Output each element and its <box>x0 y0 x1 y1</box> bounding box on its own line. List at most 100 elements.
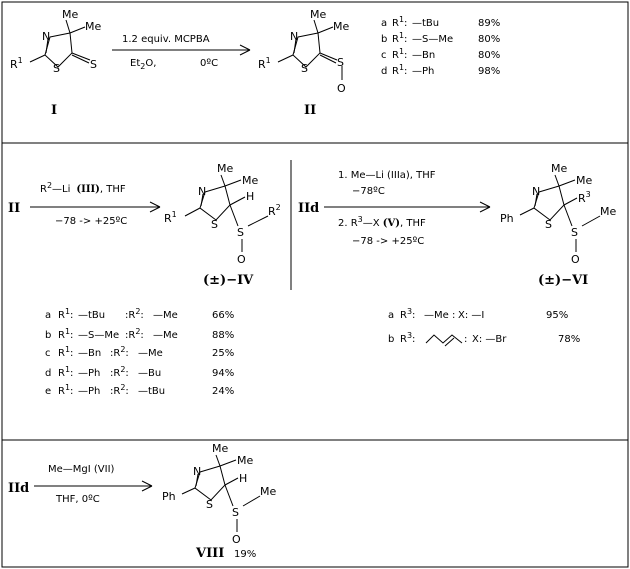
compound-I-structure: Me Me N S S R1 <box>10 8 101 75</box>
svg-text::R2:: :R2: <box>125 327 144 341</box>
svg-text:R1:: R1: <box>392 15 407 29</box>
svg-text:R1:: R1: <box>392 47 407 61</box>
svg-text:N: N <box>290 30 298 43</box>
svg-text:S: S <box>232 506 239 519</box>
svg-text:—Me: —Me <box>424 310 449 321</box>
svg-text::: : <box>452 310 455 321</box>
scheme2-entry: e R1: —Ph :R2: —tBu 24% <box>45 383 234 397</box>
svg-text:S: S <box>545 218 552 231</box>
arrow-scheme3 <box>324 201 491 213</box>
svg-text:R3:: R3: <box>400 307 415 321</box>
svg-text:c: c <box>381 50 387 61</box>
svg-text:—Bn: —Bn <box>78 348 101 359</box>
svg-text:S: S <box>301 62 308 75</box>
svg-text:S: S <box>53 62 60 75</box>
svg-text:Me: Me <box>310 8 326 21</box>
scheme4-conditions: THF, 0ºC <box>55 494 100 505</box>
svg-text:Me: Me <box>242 174 258 187</box>
scheme3-step2-cond: −78 -> +25ºC <box>352 236 424 247</box>
compound-VI-label: (±)−VI <box>538 273 588 288</box>
svg-text:S: S <box>337 56 344 69</box>
svg-text:R1: R1 <box>164 210 177 225</box>
arrow-scheme4 <box>34 480 153 492</box>
scheme1-entry: a R1: —tBu 89% <box>381 15 500 29</box>
arrow-scheme1 <box>112 44 251 56</box>
svg-text:98%: 98% <box>478 66 500 77</box>
svg-text:e: e <box>45 386 51 397</box>
svg-text:R1:: R1: <box>58 307 73 321</box>
svg-text:Me: Me <box>551 162 567 175</box>
svg-text:S: S <box>90 58 97 71</box>
compound-IV-label: (±)−IV <box>203 273 254 288</box>
svg-text:80%: 80% <box>478 34 500 45</box>
svg-text:94%: 94% <box>212 368 234 379</box>
svg-text:80%: 80% <box>478 50 500 61</box>
scheme1-reagent: 1.2 equiv. MCPBA <box>122 34 210 45</box>
svg-text:Me: Me <box>237 454 253 467</box>
scheme2-entry: b R1: —S—Me :R2: —Me 88% <box>45 327 234 341</box>
compound-VI-structure: Me Me N S R3 S O Me Ph <box>500 162 616 266</box>
svg-text:R1:: R1: <box>392 63 407 77</box>
scheme1-entries: a R1: —tBu 89% b R1: —S—Me 80% c R1: —Bn… <box>381 15 500 77</box>
allyl-group-skeletal <box>425 334 463 347</box>
scheme3-step2: 2. R3—X (V), THF <box>338 215 426 229</box>
scheme2-entries: a R1: —tBu :R2: —Me 66% b R1: —S—Me :R2:… <box>45 307 234 397</box>
svg-text:Me: Me <box>576 174 592 187</box>
svg-text:—tBu: —tBu <box>78 310 105 321</box>
svg-text:b: b <box>388 334 394 345</box>
scheme3-start: IId <box>298 201 319 216</box>
svg-text:88%: 88% <box>212 330 234 341</box>
compound-II-label: II <box>304 103 316 118</box>
svg-text::R2:: :R2: <box>110 365 129 379</box>
scheme3-entry-a: a R3: —Me : X: —I 95% <box>388 307 568 321</box>
svg-text:X: —I: X: —I <box>458 310 484 321</box>
svg-text:H: H <box>246 190 254 203</box>
svg-text:—S—Me: —S—Me <box>78 330 119 341</box>
svg-text::R2:: :R2: <box>110 383 129 397</box>
svg-text:R2: R2 <box>268 203 281 218</box>
scheme3-step1: 1. Me—Li (IIIa), THF <box>338 170 436 181</box>
svg-text:—Ph: —Ph <box>412 66 434 77</box>
svg-text:R1:: R1: <box>58 345 73 359</box>
svg-text:a: a <box>388 310 394 321</box>
svg-text:Me: Me <box>212 442 228 455</box>
scheme2-conditions: −78 -> +25ºC <box>55 216 127 227</box>
scheme1-solvent: Et2O, <box>130 58 156 71</box>
svg-text:X: —Br: X: —Br <box>472 334 507 345</box>
scheme2-start: II <box>8 201 20 216</box>
svg-text:O: O <box>237 253 246 266</box>
scheme2-reagent: R2—Li(III), THF <box>40 181 126 195</box>
scheme3-entries: a R3: —Me : X: —I 95% b R3: : X: —Br 78% <box>388 307 580 347</box>
svg-text:R1:: R1: <box>58 365 73 379</box>
svg-text:S: S <box>211 218 218 231</box>
compound-II-structure: Me Me N S S O R1 <box>258 8 349 95</box>
svg-text:S: S <box>571 226 578 239</box>
scheme1-temp: 0ºC <box>200 58 218 69</box>
svg-text:R1:: R1: <box>392 31 407 45</box>
scheme2-entry: c R1: —Bn :R2: —Me 25% <box>45 345 234 359</box>
svg-text:R1: R1 <box>258 56 271 71</box>
svg-text:—Me: —Me <box>153 330 178 341</box>
scheme4-start: IId <box>8 481 29 496</box>
scheme2-entry: d R1: —Ph :R2: —Bu 94% <box>45 365 234 379</box>
svg-text:R3: R3 <box>578 190 591 205</box>
svg-text:—tBu: —tBu <box>138 386 165 397</box>
svg-text:N: N <box>198 185 206 198</box>
svg-text:R1: R1 <box>10 56 23 71</box>
svg-text:S: S <box>206 498 213 511</box>
svg-text:R1:: R1: <box>58 383 73 397</box>
svg-text:—Bn: —Bn <box>412 50 435 61</box>
svg-text:N: N <box>532 185 540 198</box>
svg-text:b: b <box>381 34 387 45</box>
svg-text:—Ph: —Ph <box>78 368 100 379</box>
svg-text::R2:: :R2: <box>110 345 129 359</box>
svg-text:R1:: R1: <box>58 327 73 341</box>
compound-VIII-yield: 19% <box>234 549 256 560</box>
svg-text:89%: 89% <box>478 18 500 29</box>
svg-text:66%: 66% <box>212 310 234 321</box>
svg-text:25%: 25% <box>212 348 234 359</box>
scheme3-entry-b: b R3: : X: —Br 78% <box>388 331 580 347</box>
svg-text:—tBu: —tBu <box>412 18 439 29</box>
svg-text:24%: 24% <box>212 386 234 397</box>
